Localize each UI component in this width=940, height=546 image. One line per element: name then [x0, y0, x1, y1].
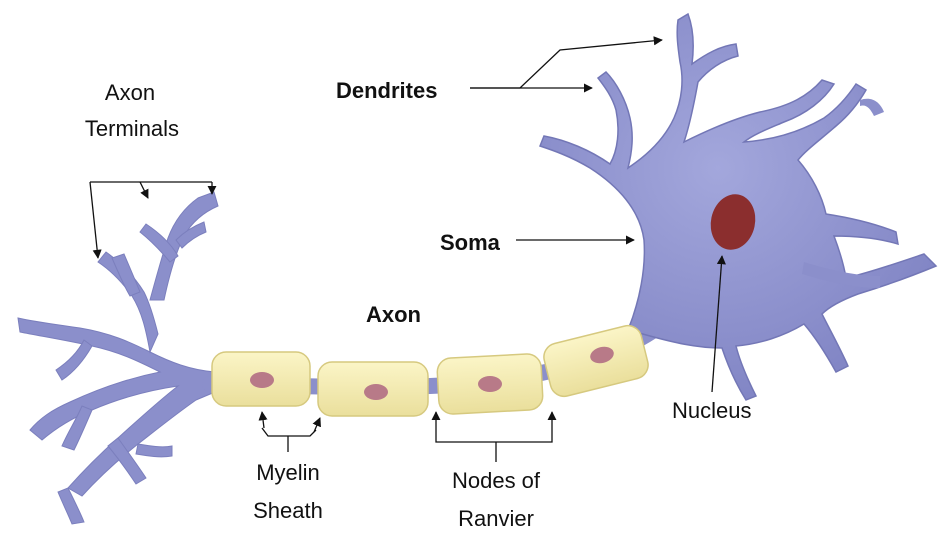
- axon-terminals-arrow-1: [90, 182, 98, 258]
- label-nucleus: Nucleus: [672, 396, 751, 426]
- label-dendrites: Dendrites: [336, 76, 437, 106]
- label-axon-terminals-line2: Terminals: [72, 114, 192, 144]
- label-axon: Axon: [366, 300, 421, 330]
- myelin-arrow-left: [262, 412, 264, 428]
- label-soma: Soma: [440, 228, 500, 258]
- myelin-segment-1: [212, 352, 310, 406]
- myelin-sheaths: [212, 323, 651, 416]
- label-nodes-line1: Nodes of: [430, 466, 562, 496]
- dendrites-arrow-upper: [470, 40, 662, 88]
- label-axon-terminals-line1: Axon: [90, 78, 170, 108]
- axon-terminals-arrow-2: [140, 182, 148, 198]
- label-nodes-line2: Ranvier: [430, 504, 562, 534]
- myelin-segment-4: [541, 323, 651, 400]
- myelin-segment-2: [318, 362, 428, 416]
- nodes-bracket: [436, 412, 552, 442]
- label-myelin-line1: Myelin: [238, 458, 338, 488]
- myelin-arrow-right: [314, 418, 320, 432]
- axon-terminals: [18, 192, 218, 524]
- myelin-segment-3: [437, 353, 544, 414]
- myelin-bracket: [262, 428, 316, 436]
- label-myelin-line2: Sheath: [238, 496, 338, 526]
